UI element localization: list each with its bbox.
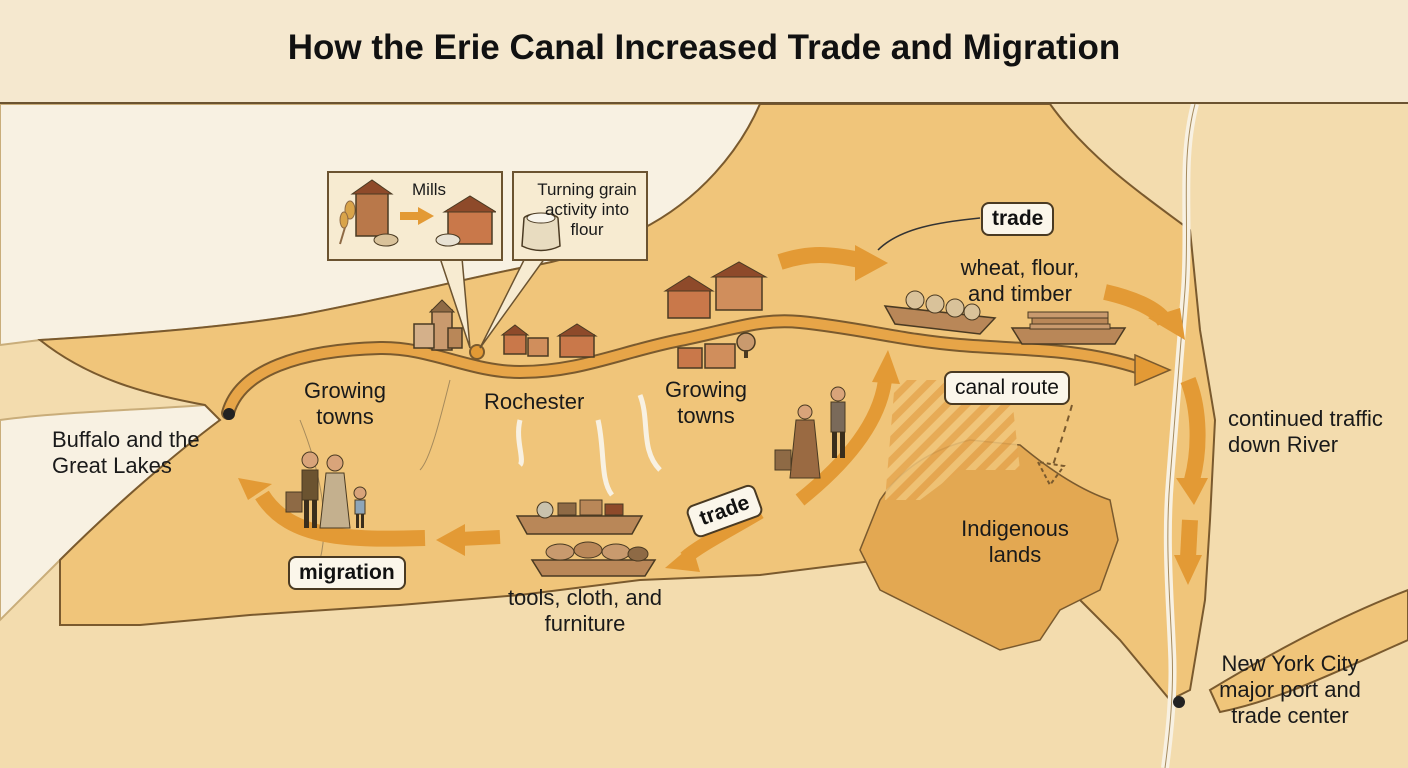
trade-arrow-west <box>795 350 900 506</box>
hatched-area <box>885 380 1020 500</box>
trade-tag-east: trade <box>981 202 1055 236</box>
canal-boat-icon <box>515 499 644 535</box>
traveler-icon <box>774 386 846 479</box>
indigenous-lands-label: Indigenous lands <box>961 516 1069 567</box>
growing-towns-west-label: Growing towns <box>304 378 386 429</box>
long-island <box>1208 588 1408 714</box>
dashed-arrowhead <box>1036 460 1066 487</box>
rochester-dot-icon <box>469 344 485 360</box>
nyc-label: New York City major port and trade cente… <box>1219 651 1361 728</box>
migration-arrow-mid <box>436 524 501 556</box>
canal-route-dashed-arrow <box>1051 404 1073 469</box>
wheat-flour-timber-label: wheat, flour, and timber <box>960 255 1080 306</box>
stream-1 <box>516 419 524 467</box>
mills-label: Mills <box>412 180 446 199</box>
stream-3 <box>637 394 662 472</box>
trade-arrow-east <box>777 245 888 281</box>
continued-traffic-label: continued traffic down River <box>1228 406 1383 457</box>
canal-boat-icon <box>530 541 657 577</box>
flour-bag-icon <box>521 212 561 252</box>
wheat-arrow <box>1103 284 1185 340</box>
river-arrow-2 <box>1174 519 1202 585</box>
canal-route-fill <box>223 316 1145 418</box>
stream-2 <box>595 419 615 497</box>
canal-route-tag: canal route <box>944 371 1070 405</box>
county-line-2 <box>299 419 325 561</box>
migration-tag: migration <box>288 556 406 590</box>
rochester-label: Rochester <box>484 389 585 414</box>
trade-leader-line <box>877 217 981 251</box>
town-icon <box>677 332 756 369</box>
town-icon <box>413 299 463 351</box>
canal-boat-icon <box>1010 311 1127 345</box>
canal-boat-icon <box>883 290 997 335</box>
buffalo-label: Buffalo and the Great Lakes <box>52 427 200 478</box>
hudson-river-edge <box>1164 103 1196 768</box>
header-bar <box>0 0 1408 104</box>
growing-towns-east-label: Growing towns <box>665 377 747 428</box>
wheat-icon <box>339 200 356 245</box>
tools-cloth-furniture-label: tools, cloth, and furniture <box>507 585 663 636</box>
migration-arrow-west <box>238 478 426 547</box>
buffalo-dot-icon <box>223 408 235 420</box>
river-arrow <box>1176 377 1208 505</box>
page-title: How the Erie Canal Increased Trade and M… <box>287 28 1121 67</box>
town-icon <box>500 323 598 358</box>
mill-icon <box>339 179 496 247</box>
canal-arrowhead <box>1134 353 1172 387</box>
county-line-1 <box>419 379 451 471</box>
family-icon <box>285 451 367 529</box>
nyc-dot-icon <box>1173 696 1185 708</box>
town-icon <box>663 261 768 319</box>
flour-label: Turning grain activity into flour <box>537 180 637 239</box>
